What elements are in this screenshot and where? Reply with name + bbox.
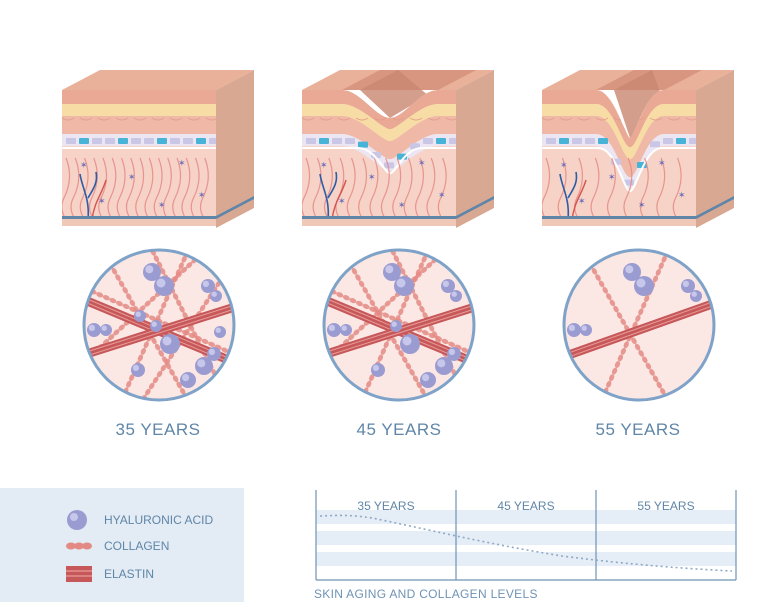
svg-text:✶: ✶ [198,191,206,201]
fiber-detail-35 [82,248,236,402]
svg-text:✶: ✶ [368,173,376,183]
elastin-fiber-icon [66,566,92,582]
svg-text:✶: ✶ [338,197,346,207]
fiber-detail-55 [562,248,716,402]
collagen-level-graph [312,488,738,584]
svg-text:✶: ✶ [398,201,406,211]
skin-block-55-illustration: ✶ ✶ ✶ ✶ ✶ ✶ [542,70,734,228]
svg-text:✶: ✶ [80,161,88,171]
fiber-detail-45 [322,248,476,402]
svg-text:✶: ✶ [578,197,586,207]
legend-label-hyaluronic: HYALURONIC ACID [104,513,214,527]
graph-column-45: 45 YEARS [497,499,555,513]
age-label-35: 35 YEARS [115,420,201,439]
skin-block-35-illustration: ✶ ✶ ✶ ✶ ✶ ✶ [62,70,254,228]
svg-text:✶: ✶ [178,159,186,169]
svg-text:✶: ✶ [98,197,106,207]
hyaluronic-sphere-icon [67,510,87,530]
svg-text:✶: ✶ [418,159,426,169]
collagen-chain-icon [66,542,92,550]
skin-block-35: ✶ ✶ ✶ ✶ ✶ ✶ [58,48,258,238]
magnified-view-45 [320,246,478,404]
legend-label-collagen: COLLAGEN [104,539,170,553]
collagen-trend-line [319,514,733,572]
svg-text:✶: ✶ [678,191,686,201]
svg-text:✶: ✶ [658,159,666,169]
age-label-45: 45 YEARS [356,420,442,439]
age-label-55: 55 YEARS [595,420,681,439]
magnified-view-55 [560,246,718,404]
graph-column-35: 35 YEARS [357,499,415,513]
svg-text:✶: ✶ [158,201,166,211]
magnified-view-35 [80,246,238,404]
svg-text:✶: ✶ [560,161,568,171]
graph-column-55: 55 YEARS [637,499,695,513]
svg-text:✶: ✶ [608,173,616,183]
graph-grid [315,490,737,581]
skin-block-55: ✶ ✶ ✶ ✶ ✶ ✶ [538,48,738,238]
svg-text:✶: ✶ [128,173,136,183]
svg-text:✶: ✶ [320,161,328,171]
legend-label-elastin: ELASTIN [104,567,155,581]
svg-text:✶: ✶ [638,201,646,211]
graph-caption: SKIN AGING AND COLLAGEN LEVELS [314,587,538,601]
legend-panel: HYALURONIC ACID COLLAGEN ELASTIN [0,488,244,602]
svg-text:✶: ✶ [438,191,446,201]
skin-block-45-illustration: ✶ ✶ ✶ ✶ ✶ ✶ [302,70,494,228]
skin-block-45: ✶ ✶ ✶ ✶ ✶ ✶ [298,48,498,238]
